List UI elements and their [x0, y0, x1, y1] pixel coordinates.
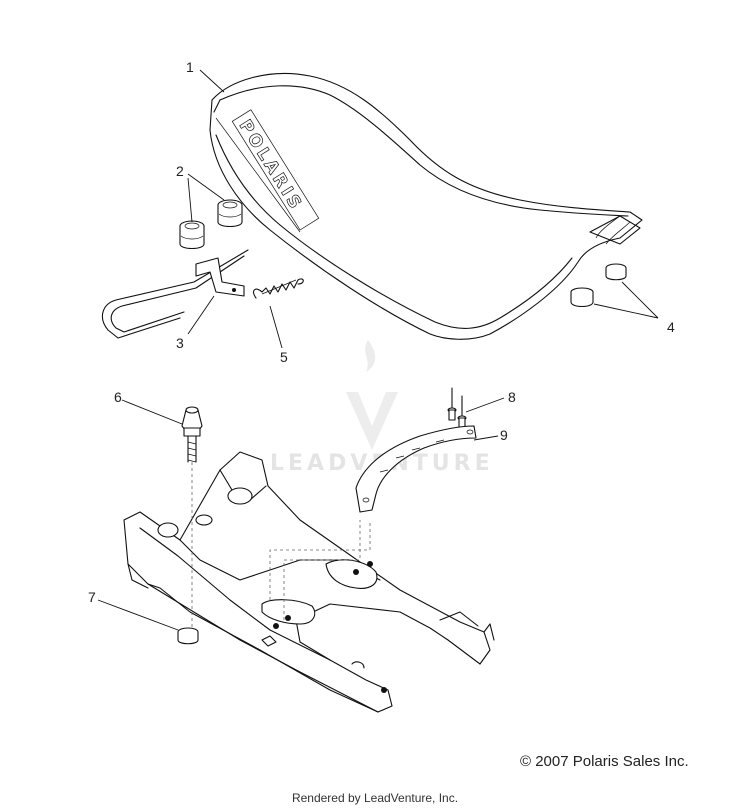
callout-8: 8 — [508, 389, 516, 405]
callout-1: 1 — [186, 59, 194, 75]
callout-6: 6 — [114, 389, 122, 405]
spring-part-5 — [253, 278, 304, 299]
callout-3: 3 — [176, 335, 184, 351]
callout-2: 2 — [176, 163, 184, 179]
callout-5: 5 — [280, 349, 288, 365]
leader-lines — [97, 69, 659, 631]
support-bracket-part-9 — [355, 425, 477, 513]
stud-part-6 — [181, 406, 203, 463]
seat: POLARIS — [209, 72, 643, 340]
grommet-part-7 — [177, 627, 199, 645]
callouts: 1 2 3 4 5 6 7 8 9 — [88, 59, 675, 605]
callout-4: 4 — [667, 319, 675, 335]
rivets-part-8 — [447, 387, 467, 429]
assembly-lines — [191, 462, 371, 628]
bumper-part-2 — [179, 199, 243, 250]
seat-frame — [123, 451, 495, 713]
latch-bracket-part-3 — [101, 249, 249, 339]
copyright-text: © 2007 Polaris Sales Inc. — [520, 753, 689, 770]
callout-9: 9 — [500, 427, 508, 443]
bumper-part-4 — [570, 263, 627, 308]
footer-credit: Rendered by LeadVenture, Inc. — [291, 791, 459, 805]
callout-7: 7 — [88, 589, 96, 605]
